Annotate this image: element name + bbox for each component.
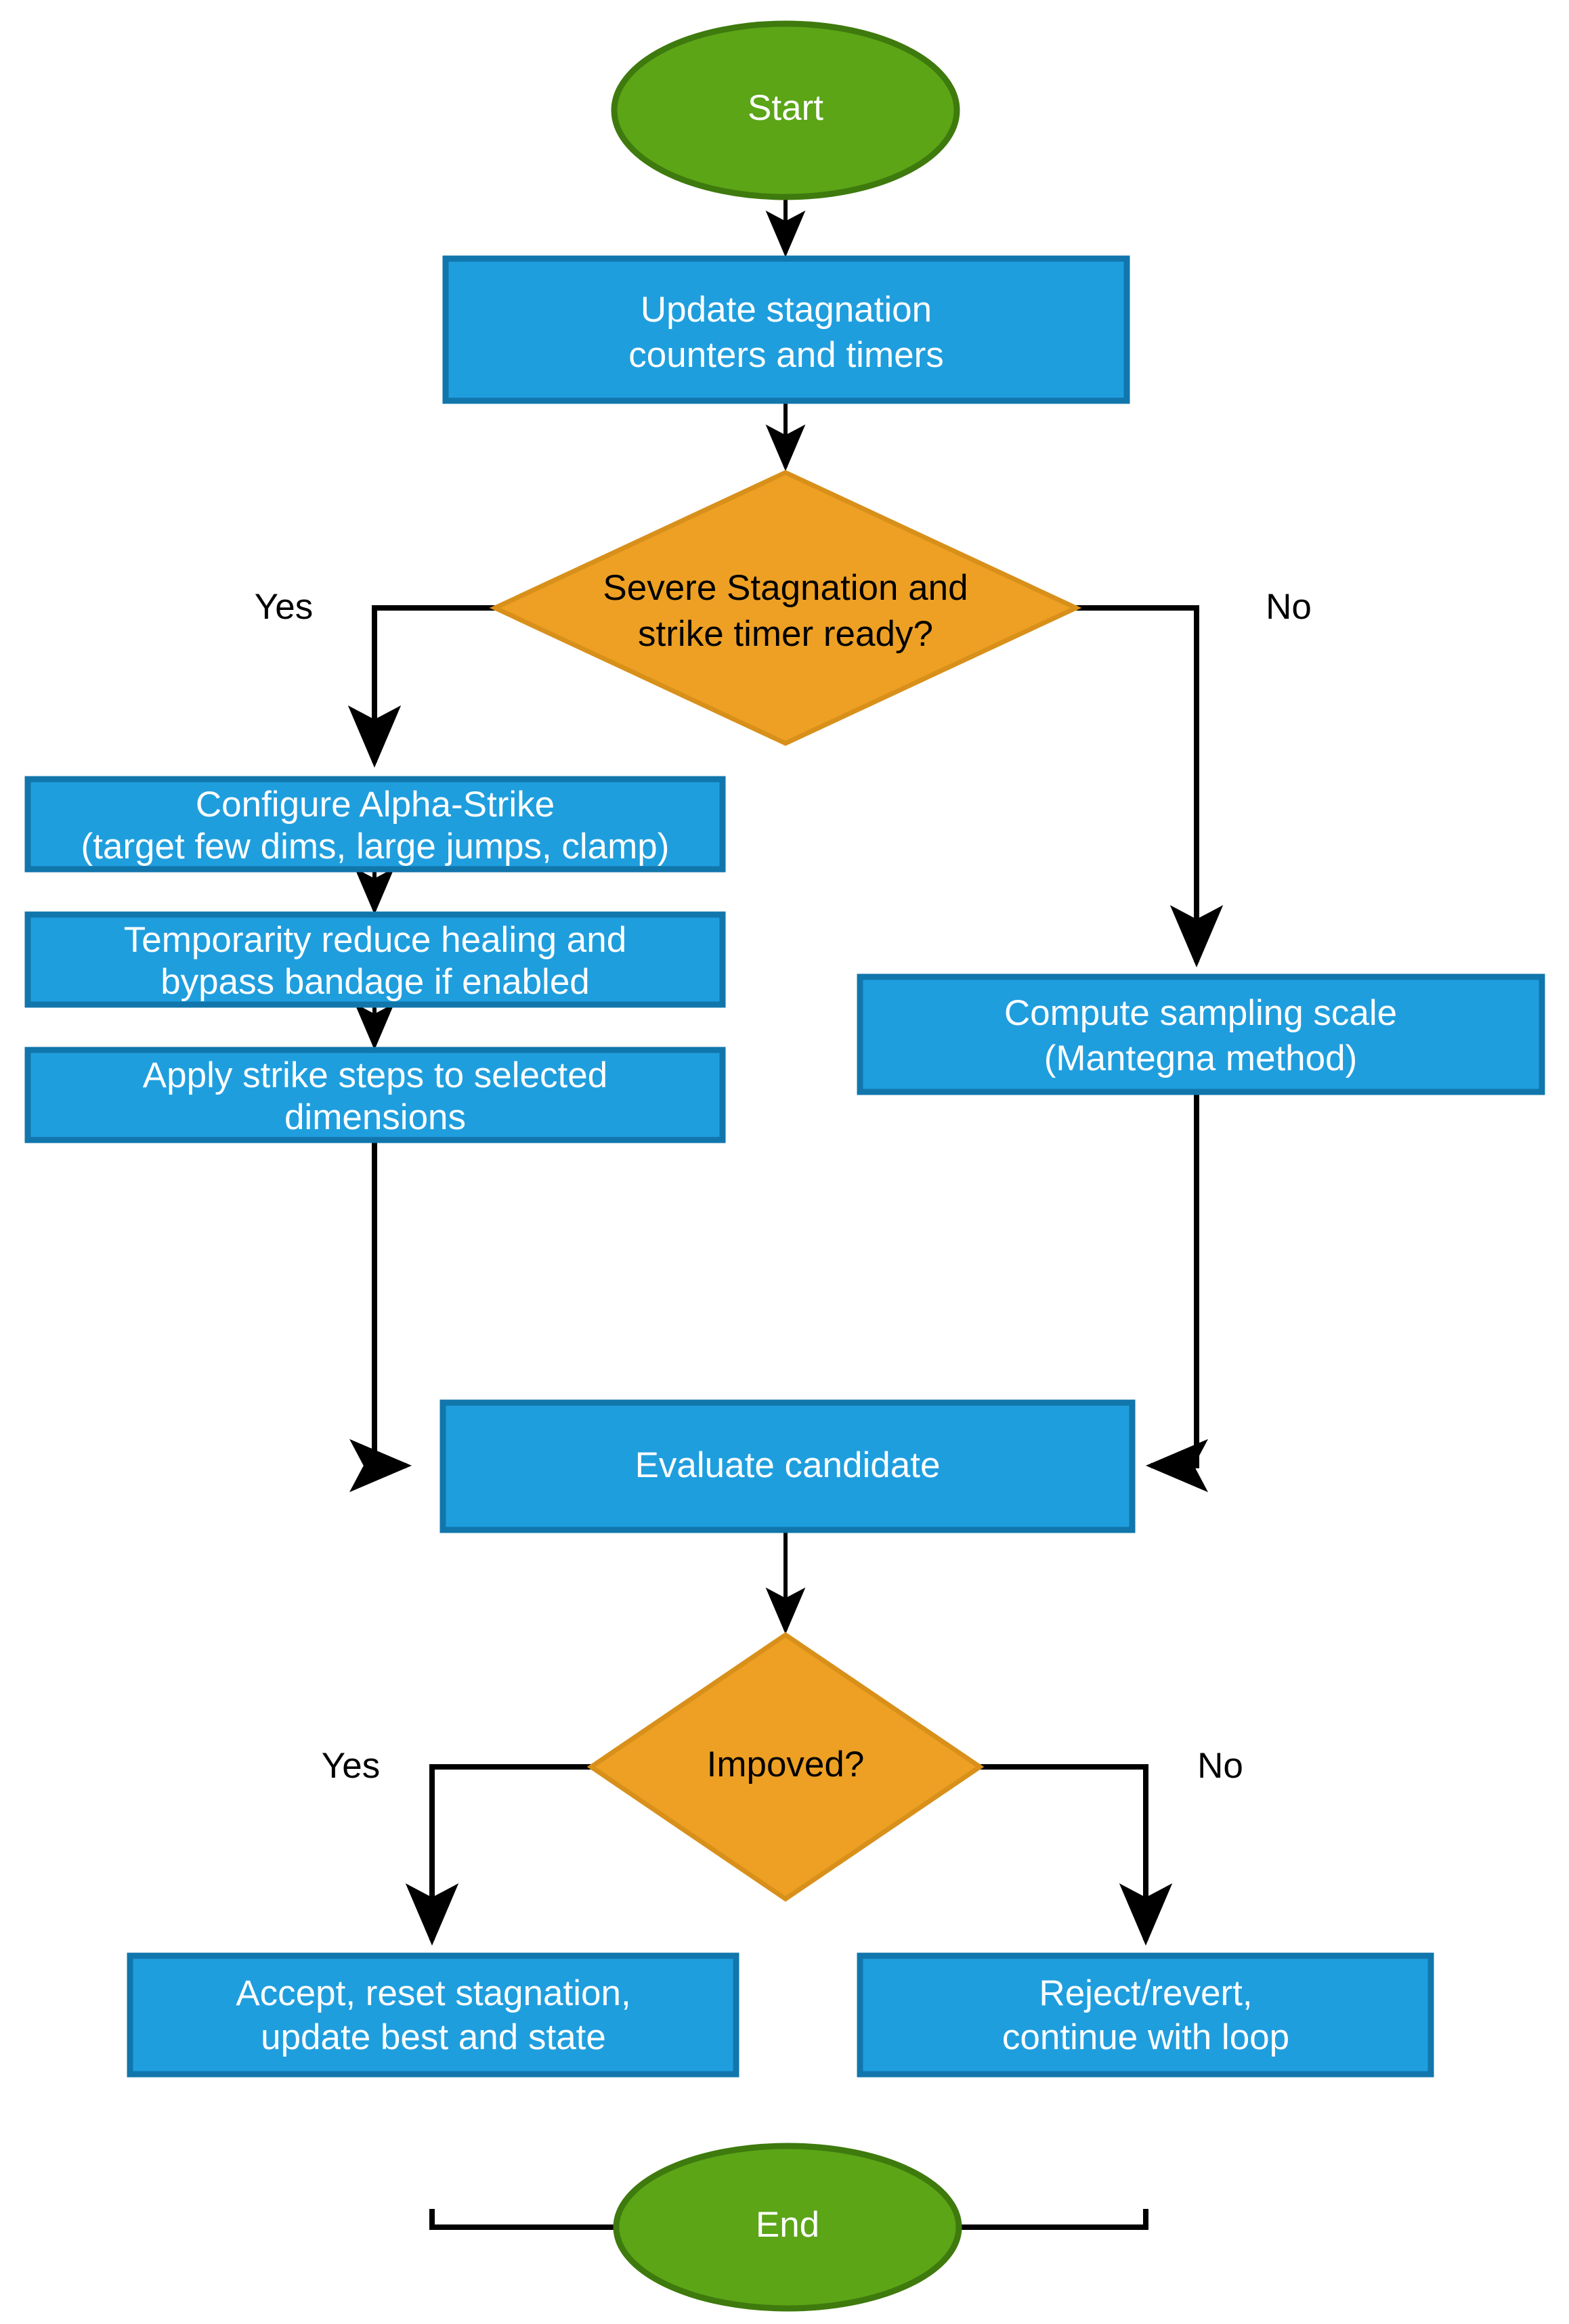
node-end[interactable]: End (613, 2143, 962, 2312)
node-configure-alpha-strike[interactable]: Configure Alpha-Strike (target few dims,… (24, 776, 726, 873)
node-reduce-healing[interactable]: Temporarity reduce healing and bypass ba… (24, 911, 726, 1008)
edge-label-improved-yes: Yes (322, 1746, 380, 1786)
node-apply-strike-steps[interactable]: Apply strike steps to selected dimension… (24, 1047, 726, 1143)
node-decision-improved[interactable]: Impoved? (586, 1631, 985, 1902)
node-start[interactable]: Start (611, 20, 960, 200)
connector-improved-no (978, 1764, 1173, 1946)
node-evaluate-candidate[interactable]: Evaluate candidate (439, 1399, 1136, 1533)
connector-accept-to-end (429, 2209, 643, 2230)
node-decision-stagnation[interactable]: Severe Stagnation and strike timer ready… (489, 470, 1082, 746)
connector-improved-yes (405, 1764, 593, 1946)
connector-stagnation-no (1073, 605, 1224, 967)
edge-label-stagnation-yes: Yes (255, 587, 313, 627)
connector-stagnation-yes (347, 605, 498, 768)
edge-label-stagnation-no: No (1266, 587, 1312, 627)
edge-label-improved-no: No (1197, 1746, 1243, 1786)
node-reject[interactable]: Reject/revert, continue with loop (857, 1952, 1434, 2078)
connector-apply-to-evaluate (349, 1139, 412, 1493)
connector-reject-to-end (931, 2209, 1148, 2230)
connector-sampling-to-evaluate (1146, 1056, 1208, 1493)
node-accept[interactable]: Accept, reset stagnation, update best an… (127, 1952, 739, 2078)
node-update-counters[interactable]: Update stagnation counters and timers (442, 255, 1130, 404)
node-compute-sampling-scale[interactable]: Compute sampling scale (Mantegna method) (857, 973, 1545, 1095)
